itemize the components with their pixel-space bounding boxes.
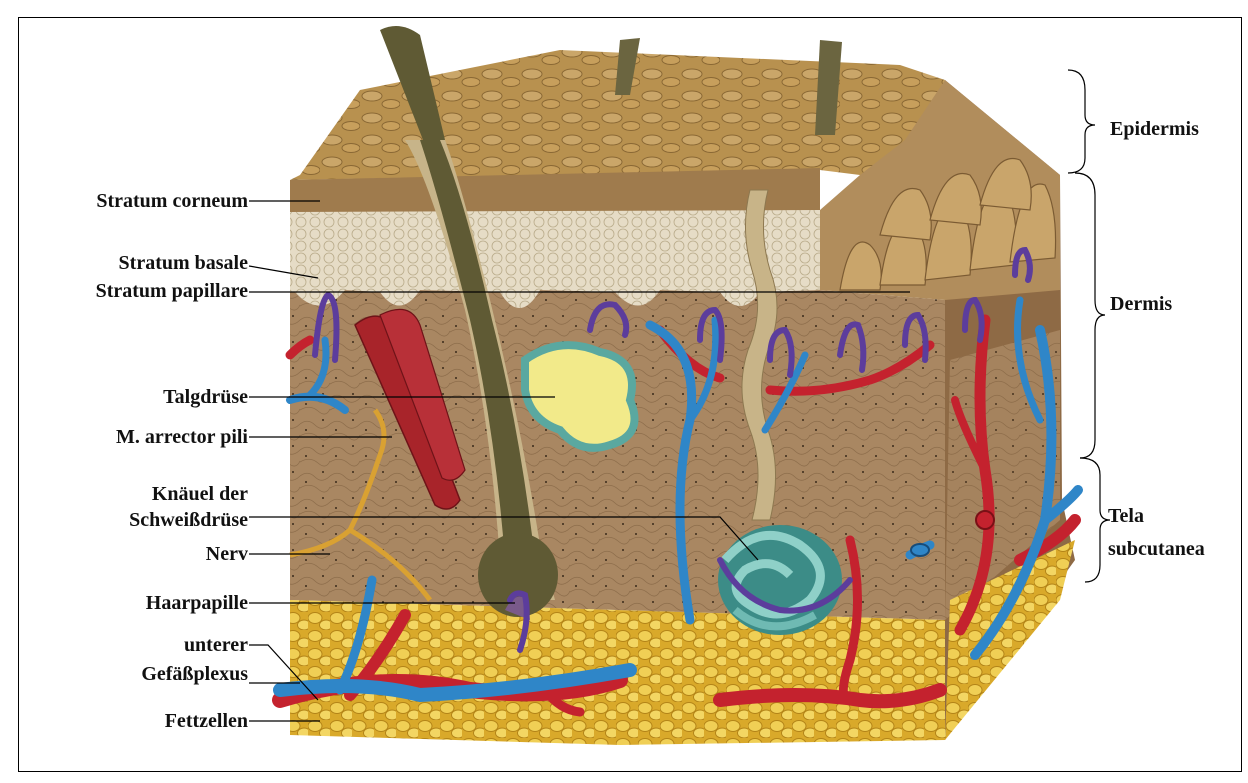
label-stratum-basale: Stratum basale <box>119 252 248 274</box>
label-haarpapille: Haarpapille <box>146 592 248 614</box>
label-nerv: Nerv <box>206 543 248 565</box>
label-schweissdruese-line1: Knäuel der <box>152 483 248 505</box>
vessel-cross-section-red <box>976 511 994 529</box>
label-gefaessplexus-line1: unterer <box>184 634 248 656</box>
label-dermis: Dermis <box>1110 293 1172 315</box>
vessel-cross-section-blue <box>911 544 929 556</box>
label-epidermis: Epidermis <box>1110 118 1199 140</box>
label-tela-line1: Tela <box>1108 505 1144 527</box>
label-fettzellen: Fettzellen <box>165 710 248 732</box>
label-schweissdruese-line2: Schweißdrüse <box>129 509 248 531</box>
label-arrector-pili: M. arrector pili <box>116 426 248 448</box>
label-tela-line2: subcutanea <box>1108 538 1205 560</box>
label-talgdruese: Talgdrüse <box>163 386 248 408</box>
label-stratum-corneum: Stratum corneum <box>96 190 248 212</box>
label-stratum-papillare: Stratum papillare <box>96 280 248 302</box>
label-gefaessplexus-line2: Gefäßplexus <box>141 663 248 685</box>
right-braces <box>1068 70 1110 582</box>
